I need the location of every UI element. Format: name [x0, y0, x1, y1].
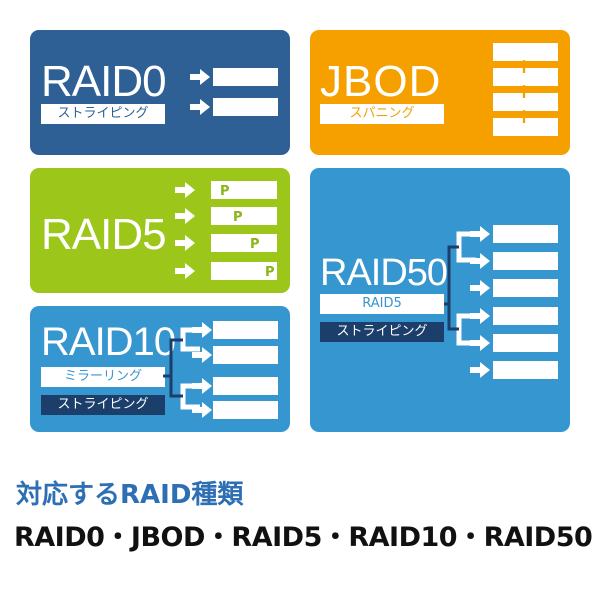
raid50-bracket-2 — [456, 313, 476, 346]
raid5-parity-2: P — [233, 210, 243, 225]
raid0-label-striping: ストライピング — [41, 104, 165, 124]
raid5-disk-1 — [211, 181, 277, 199]
raid5-parity-1: P — [220, 184, 230, 199]
raid10-disk-4 — [213, 401, 278, 419]
jbod-disk-1 — [493, 43, 558, 61]
raid0-arrow-1 — [190, 69, 210, 85]
raid0-arrow-2 — [190, 99, 210, 115]
raid5-arrow-2 — [175, 208, 195, 224]
raid50-arrow-4 — [470, 308, 490, 324]
jbod-plus-1: + — [516, 54, 533, 78]
raid5-disk-2 — [211, 207, 277, 225]
raid50-label-striping: ストライピング — [320, 322, 444, 342]
raid0-disk-1 — [213, 68, 278, 86]
raid5-parity-4: P — [265, 265, 275, 280]
raid10-arrow-1 — [192, 322, 212, 338]
raid10-title: RAID10 — [41, 320, 176, 364]
raid50-label-raid5: RAID5 — [320, 294, 444, 314]
raid50-disk-1 — [493, 225, 558, 243]
jbod-plus-2: + — [516, 79, 533, 103]
raid0-card — [30, 30, 290, 155]
raid0-title: RAID0 — [41, 57, 167, 106]
raid10-disk-1 — [213, 321, 278, 339]
raid50-disk-5 — [493, 334, 558, 352]
caption-heading: 対応するRAID種類 — [16, 480, 244, 510]
raid50-arrow-2 — [470, 253, 490, 269]
raid10-arrow-4 — [192, 402, 212, 418]
jbod-label-spanning: スパニング — [320, 104, 444, 124]
raid50-disk-6 — [493, 361, 558, 379]
raid10-bracket-2 — [180, 383, 200, 410]
raid50-connector — [444, 245, 459, 331]
raid5-arrow-4 — [175, 263, 195, 279]
jbod-disk-2 — [493, 68, 558, 86]
caption-raid-list: RAID0・JBOD・RAID5・RAID10・RAID50 — [14, 522, 593, 553]
jbod-disk-3 — [493, 93, 558, 111]
raid5-arrow-1 — [175, 182, 195, 198]
raid10-disk-3 — [213, 377, 278, 395]
raid5-disk-4 — [211, 262, 277, 280]
raid10-disk-2 — [213, 346, 278, 364]
raid10-label-mirroring: ミラーリング — [41, 367, 165, 387]
jbod-title: JBOD — [320, 57, 442, 106]
raid50-bracket-1 — [456, 231, 476, 263]
jbod-disk-4 — [493, 118, 558, 136]
raid50-disk-3 — [493, 279, 558, 297]
raid5-disk-3 — [211, 234, 277, 252]
raid5-title: RAID5 — [41, 210, 167, 259]
raid50-disk-2 — [493, 252, 558, 270]
raid10-arrow-3 — [192, 378, 212, 394]
raid50-arrow-6 — [470, 362, 490, 378]
raid5-arrow-3 — [175, 235, 195, 251]
raid50-arrow-5 — [470, 335, 490, 351]
raid50-arrow-3 — [470, 280, 490, 296]
raid0-disk-2 — [213, 98, 278, 116]
raid50-title: RAID50 — [320, 252, 448, 294]
raid5-parity-3: P — [250, 237, 260, 252]
raid50-arrow-1 — [470, 226, 490, 242]
raid50-disk-4 — [493, 307, 558, 325]
jbod-plus-3: + — [516, 104, 533, 128]
raid10-connector — [163, 338, 183, 398]
raid10-label-striping: ストライピング — [41, 395, 165, 415]
